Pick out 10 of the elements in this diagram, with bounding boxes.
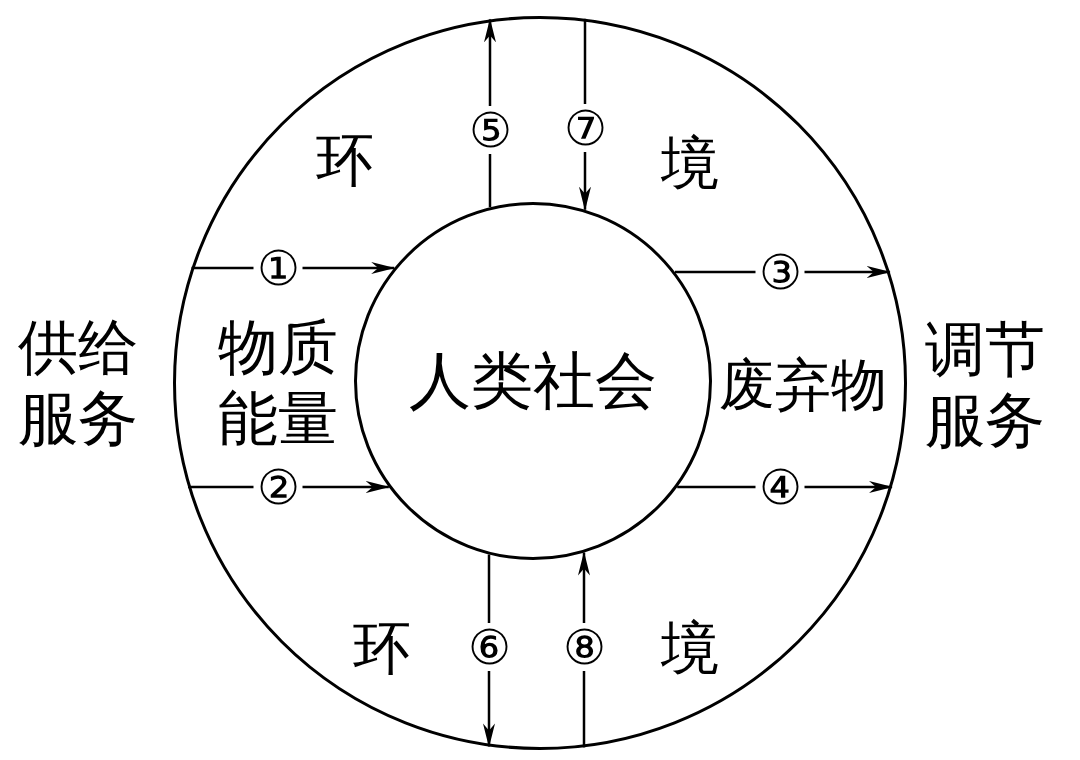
ring-text: 环: [316, 125, 374, 195]
side-label: 调节服务: [924, 314, 1046, 456]
circle-title: 人类社会: [409, 344, 657, 418]
inner-circle: [354, 202, 712, 560]
ring-text: 境: [661, 613, 719, 683]
ring-text: 境: [661, 128, 719, 198]
ring-label: 物质能量: [217, 312, 339, 454]
ring-label: 废弃物: [719, 351, 887, 419]
side-label: 供给服务: [17, 312, 139, 454]
ring-text: 环: [353, 613, 411, 683]
